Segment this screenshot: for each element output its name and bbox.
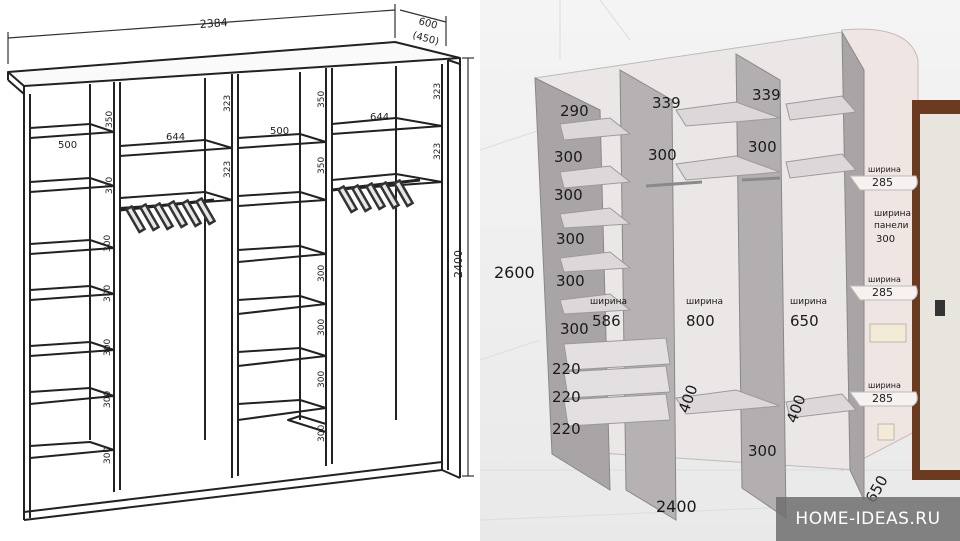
overall-width-label-3d: 2400 — [656, 497, 697, 516]
column-width-2: 800 — [686, 312, 715, 330]
col1-height-3: 300 — [103, 339, 113, 356]
left-col-height-3: 300 — [556, 272, 585, 290]
overall-height-label: 2400 — [452, 250, 465, 278]
top-height-2: 323 — [223, 95, 233, 112]
drawer-height-3: 220 — [552, 420, 581, 438]
row2-height-b: 300 — [648, 146, 677, 164]
left-col-height-1: 300 — [554, 186, 583, 204]
col1-height-5: 300 — [103, 447, 113, 464]
depth-alt-label: (450) — [411, 30, 440, 48]
col1-height-2: 300 — [103, 285, 113, 302]
column-width-1: 586 — [592, 312, 621, 330]
width-caption-3: ширина — [790, 297, 827, 307]
depth-label: 600 — [417, 16, 438, 32]
drawer-height-2: 220 — [552, 388, 581, 406]
side-shelf-depth-2: 285 — [872, 286, 893, 299]
shelf-width-4: 644 — [370, 112, 389, 123]
side-shelf-caption-3: ширина — [868, 381, 901, 390]
top-height-4: 323 — [433, 83, 443, 100]
row2-height-3: 350 — [317, 157, 327, 174]
top-height-b: 339 — [652, 94, 681, 112]
col1-height-4: 300 — [103, 391, 113, 408]
overall-width-label: 2384 — [199, 16, 228, 31]
side-shelf-caption-2: ширина — [868, 275, 901, 284]
col3-height-2: 300 — [317, 319, 327, 336]
panel-label-1: ширина — [874, 209, 911, 219]
row2-height-2: 323 — [223, 161, 233, 178]
col3-height-1: 300 — [317, 265, 327, 282]
side-shelf-depth-1: 285 — [872, 176, 893, 189]
width-caption-1: ширина — [590, 297, 627, 307]
row2-height-c: 300 — [748, 138, 777, 156]
col3-height-3: 300 — [317, 371, 327, 388]
watermark: HOME-IDEAS.RU — [776, 497, 960, 541]
row2-height-a: 300 — [554, 148, 583, 166]
shelf-width-1: 500 — [58, 140, 77, 151]
row2-height-1: 350 — [105, 177, 115, 194]
left-col-height-4: 300 — [560, 320, 589, 338]
panel-label-2: панели — [874, 221, 909, 231]
top-height-1: 350 — [105, 111, 115, 128]
bottom-shelf-depth: 300 — [748, 442, 777, 460]
col1-height-1: 300 — [103, 235, 113, 252]
overall-height-label-3d: 2600 — [494, 263, 535, 282]
wardrobe-3d-render: 2600 2400 650 290 339 339 300 300 300 30… — [480, 0, 960, 541]
shelf-width-2: 644 — [166, 132, 185, 143]
wardrobe-line-drawing: 2384 600 (450) 2400 500 644 500 644 350 … — [7, 4, 474, 521]
width-caption-2: ширина — [686, 297, 723, 307]
top-height-c: 339 — [752, 86, 781, 104]
left-col-height-2: 300 — [556, 230, 585, 248]
column-width-3: 650 — [790, 312, 819, 330]
top-height-a: 290 — [560, 102, 589, 120]
shelf-width-3: 500 — [270, 126, 289, 137]
top-height-3: 350 — [317, 91, 327, 108]
side-shelf-depth-3: 285 — [872, 392, 893, 405]
side-shelf-caption-1: ширина — [868, 165, 901, 174]
drawer-height-1: 220 — [552, 360, 581, 378]
row2-height-4: 323 — [433, 143, 443, 160]
panel-value: 300 — [876, 234, 895, 245]
col3-height-4: 300 — [317, 425, 327, 442]
